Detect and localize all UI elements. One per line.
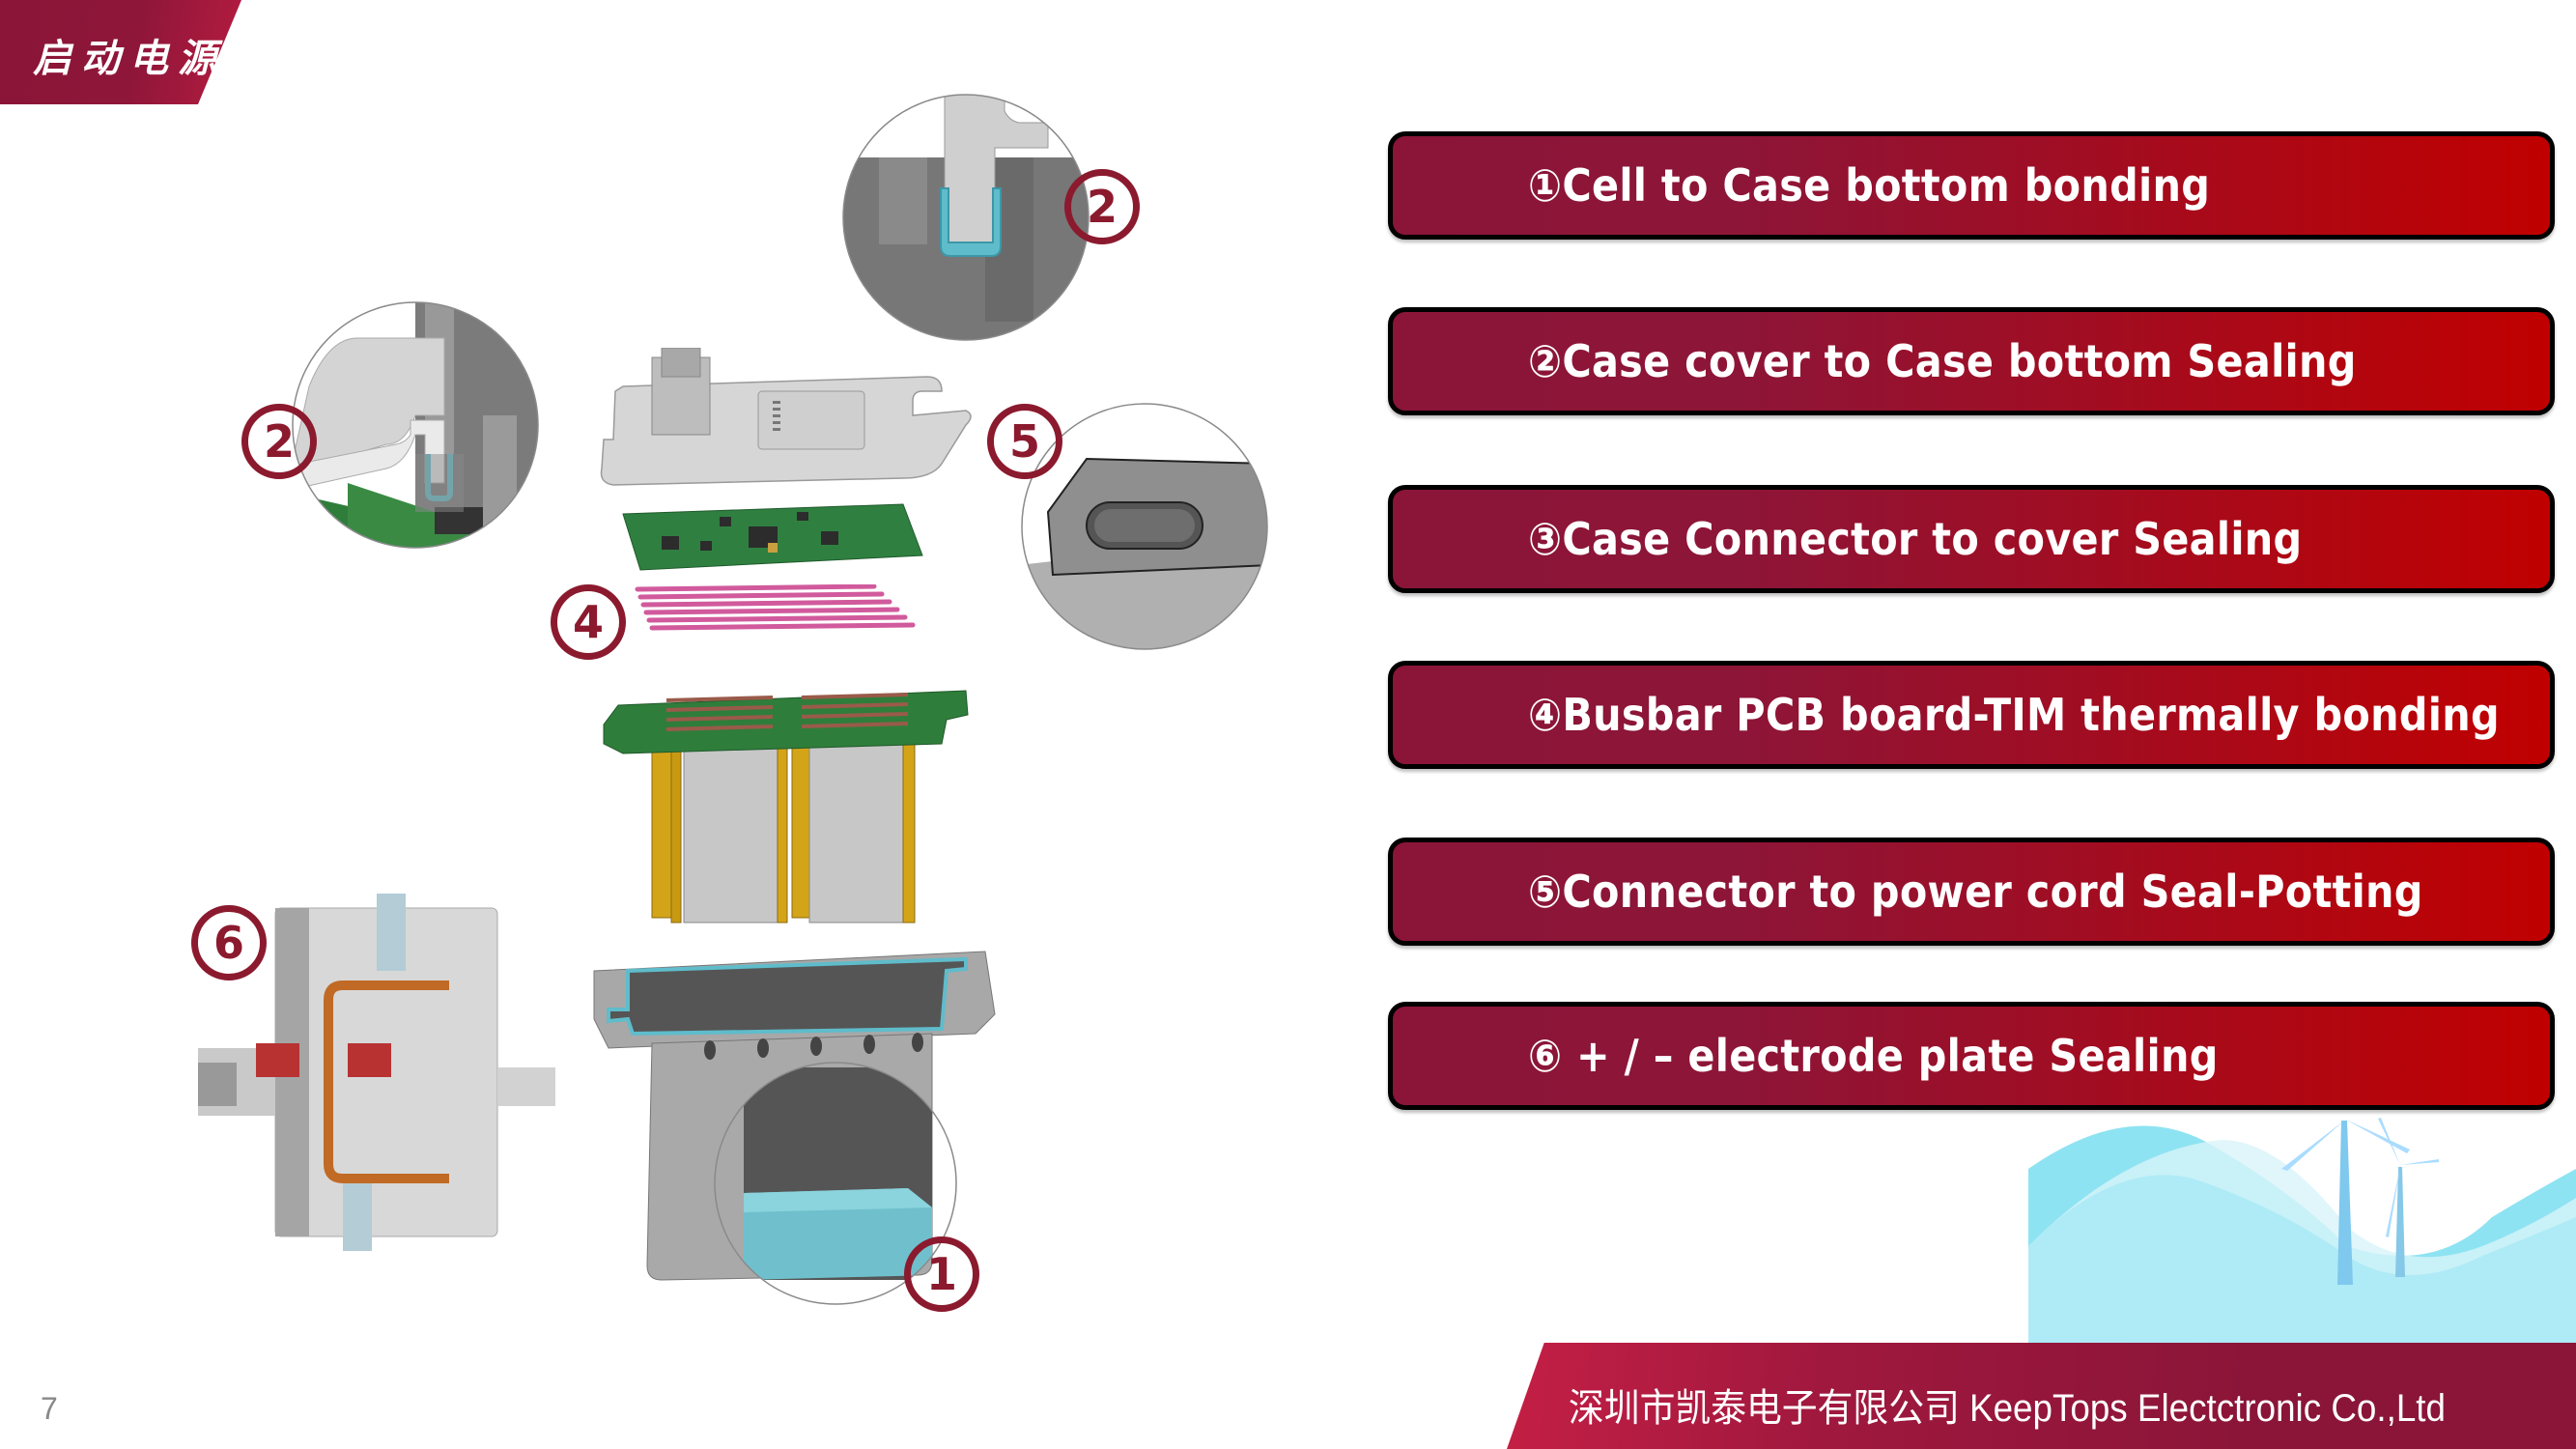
battery-cells xyxy=(651,743,916,923)
wind-turbine-icon xyxy=(2281,1119,2410,1285)
electrode-plate-cross-section xyxy=(198,894,555,1251)
page-number: 7 xyxy=(41,1391,58,1426)
control-pcb-part xyxy=(622,503,923,571)
wind-landscape-illustration xyxy=(2028,1118,2576,1343)
page-title: 启动电源 xyxy=(33,36,226,81)
callout-1: 1 xyxy=(904,1236,979,1312)
connector-detail-view xyxy=(1021,403,1268,650)
busbar-pcb xyxy=(603,690,969,754)
callout-6: 6 xyxy=(191,905,267,980)
process-item-label: ⑥ + / – electrode plate Sealing xyxy=(1528,1030,2219,1082)
company-name: 深圳市凯泰电子有限公司 KeepTops Electctronic Co.,Lt… xyxy=(1569,1387,2446,1430)
callout-4: 4 xyxy=(551,584,626,660)
case-bottom-part xyxy=(593,951,996,1305)
cover-seal-detail-view xyxy=(842,94,1090,341)
footer-banner xyxy=(1507,1343,2576,1449)
callout-2-left: 2 xyxy=(241,404,317,479)
process-item-6: ⑥ + / – electrode plate Sealing xyxy=(1388,1002,2555,1110)
callout-5: 5 xyxy=(987,404,1062,479)
pcb-seal-detail-view xyxy=(292,301,539,549)
header-tab xyxy=(0,0,241,104)
wind-turbine-icon xyxy=(2378,1118,2439,1277)
hill-front xyxy=(2028,1175,2576,1343)
busbar-pcb-and-cells xyxy=(603,690,969,923)
case-cover-part xyxy=(600,348,972,486)
callout-2-top: 2 xyxy=(1064,169,1140,244)
thermal-interface-pads xyxy=(635,584,916,631)
